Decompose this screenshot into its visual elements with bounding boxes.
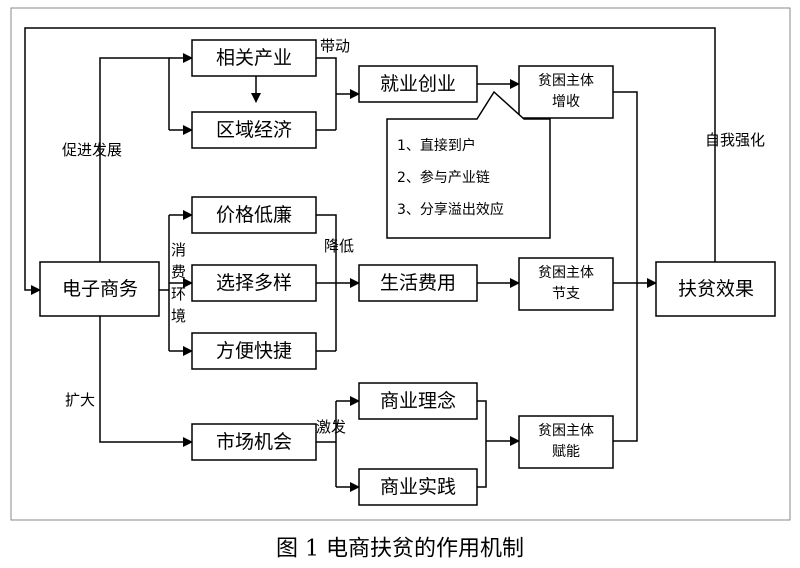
industry-merge-line (316, 57, 337, 131)
callout-item-2: 2、参与产业链 (397, 169, 490, 186)
employment-label: 就业创业 (380, 73, 456, 95)
callout-bubble (386, 90, 551, 239)
biz-practice-box (358, 468, 478, 506)
label-consumption-env-4: 境 (171, 307, 186, 325)
saving-label-line1: 贫困主体 (538, 265, 594, 281)
regional-economy-label: 区域经济 (216, 119, 292, 141)
living-cost-label: 生活费用 (380, 272, 456, 294)
biz-practice-label: 商业实践 (380, 476, 456, 498)
employment-box (358, 65, 478, 103)
effect-label: 扶贫效果 (678, 278, 754, 300)
empower-box (518, 415, 614, 469)
biz-idea-label: 商业理念 (380, 389, 456, 412)
feedback-loop-arrow (24, 27, 716, 295)
callout-item-3: 3、分享溢出效应 (397, 201, 504, 218)
empower-label-line2: 赋能 (552, 444, 580, 460)
label-reduce: 降低 (324, 237, 354, 255)
price-label: 价格低廉 (216, 204, 292, 226)
ecommerce-box (39, 261, 160, 317)
trunk-up-line (99, 57, 170, 262)
income-label-line2: 增收 (552, 94, 580, 110)
figure-frame (10, 7, 791, 521)
choice-box (191, 264, 317, 302)
related-industry-box (191, 39, 317, 77)
figure-caption: 图 1 电商扶贫的作用机制 (276, 537, 524, 562)
convenience-label: 方便快捷 (216, 340, 292, 362)
label-consumption-env-3: 环 (171, 285, 186, 303)
market-arrow (99, 316, 193, 447)
callout-item-1: 1、直接到户 (397, 137, 476, 154)
label-expand: 扩大 (65, 391, 95, 409)
business-merge-line (477, 400, 487, 488)
label-consumption-env-2: 费 (171, 263, 186, 281)
saving-label-line2: 节支 (552, 286, 580, 302)
income-box (518, 65, 614, 119)
ecommerce-label: 电子商务 (62, 278, 138, 300)
consumer-merge-line (316, 214, 337, 352)
label-self-reinforce: 自我强化 (705, 131, 765, 149)
price-box (191, 196, 317, 234)
market-box (191, 423, 317, 461)
saving-box (518, 257, 614, 311)
label-consumption-env-1: 消 (171, 241, 186, 259)
living-cost-box (358, 264, 478, 302)
empower-label-line1: 贫困主体 (538, 423, 594, 439)
label-drive: 带动 (320, 37, 350, 55)
biz-idea-box (358, 382, 478, 420)
convenience-box (191, 332, 317, 370)
label-promote: 促进发展 (62, 141, 122, 159)
market-label: 市场机会 (216, 431, 292, 453)
subject-merge-line (613, 91, 638, 442)
income-label-line1: 贫困主体 (538, 73, 594, 89)
choice-label: 选择多样 (216, 272, 292, 294)
effect-box (655, 261, 776, 317)
label-stimulate: 激发 (316, 418, 346, 436)
related-industry-label: 相关产业 (216, 47, 292, 69)
regional-economy-box (191, 111, 317, 149)
